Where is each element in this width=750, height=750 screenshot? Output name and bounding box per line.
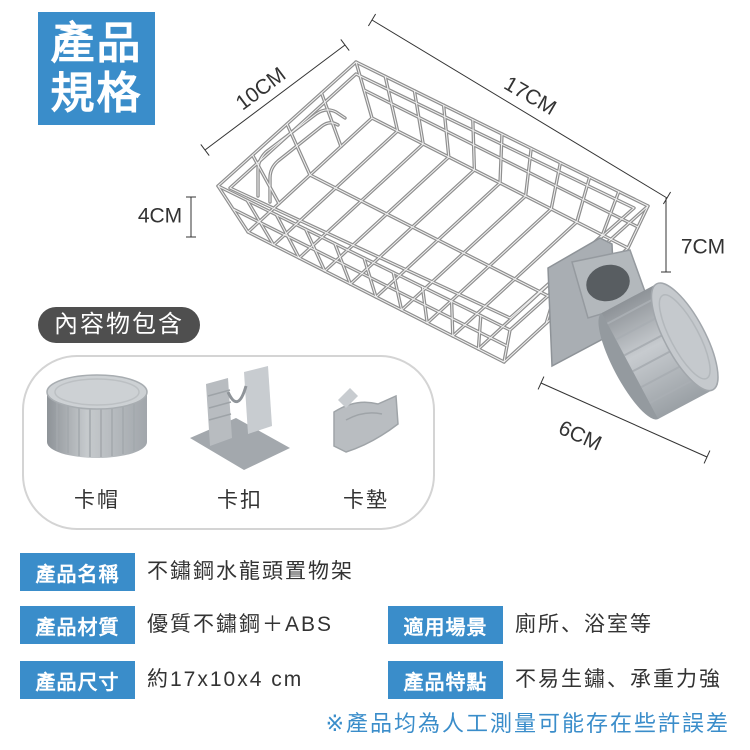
spec-material-value: 優質不鏽鋼＋ABS xyxy=(147,613,334,636)
length-dimension-line xyxy=(371,19,668,199)
spec-usage-label: 適用場景 xyxy=(388,606,503,644)
dimension-tick xyxy=(537,376,545,390)
measurement-note: ※產品均為人工測量可能存在些許誤差 xyxy=(325,711,730,736)
clamp-height-label: 7CM xyxy=(681,236,725,259)
pad-icon xyxy=(333,388,399,453)
product-illustration: 10CM 17CM 4CM 7CM 6CM xyxy=(46,13,725,470)
knob-face xyxy=(650,282,719,392)
clip-base xyxy=(190,418,290,470)
clip-rib xyxy=(208,401,232,409)
dimension-tick xyxy=(200,144,210,156)
pad-tab xyxy=(338,388,358,408)
title-line-1: 產品 xyxy=(50,18,143,68)
spec-usage-value: 廁所、浴室等 xyxy=(515,613,653,636)
contents-panel xyxy=(22,355,435,530)
pad-curve xyxy=(345,412,383,421)
spec-name-value: 不鏽鋼水龍頭置物架 xyxy=(147,560,354,583)
pad-plate xyxy=(333,394,399,453)
contents-title: 內容物包含 xyxy=(38,307,200,343)
clip-left-wall xyxy=(206,378,232,446)
clamp-depth-dimension-line xyxy=(540,382,708,458)
cap-top-ring xyxy=(54,378,140,406)
contents-item-clip: 卡扣 xyxy=(217,489,263,512)
dimension-tick xyxy=(662,191,672,205)
contents-item-pad: 卡墊 xyxy=(343,489,389,512)
clip-saddle xyxy=(226,385,248,403)
height-label: 4CM xyxy=(138,205,182,228)
faucet-clamp xyxy=(547,237,719,420)
spec-size-label: 產品尺寸 xyxy=(20,661,135,699)
contents-item-cap: 卡帽 xyxy=(74,489,120,512)
dimension-tick xyxy=(340,39,350,51)
spec-feature-label: 產品特點 xyxy=(388,661,503,699)
title-line-2: 規格 xyxy=(50,68,143,118)
cap-icon xyxy=(46,374,148,458)
cap-bottom xyxy=(47,426,147,458)
clip-rib xyxy=(207,389,231,397)
clamp-knob xyxy=(598,282,719,420)
spec-feature-value: 不易生鏽、承重力強 xyxy=(515,668,722,691)
clip-right-wall xyxy=(244,366,272,434)
clamp-opening xyxy=(586,264,630,302)
clip-icon xyxy=(190,366,290,470)
dimension-lines xyxy=(186,13,711,464)
clip-rib xyxy=(208,413,232,421)
width-dimension-line xyxy=(204,44,346,151)
width-label: 10CM xyxy=(232,63,291,115)
spec-name-label: 產品名稱 xyxy=(20,553,135,591)
clip-ribs xyxy=(207,389,232,421)
clamp-depth-label: 6CM xyxy=(555,416,605,455)
spec-size-value: 約17x10x4 cm xyxy=(147,668,304,691)
dimension-tick xyxy=(703,450,711,464)
length-label: 17CM xyxy=(500,72,560,120)
cap-top xyxy=(46,374,148,410)
knob-face-ring xyxy=(658,294,711,380)
dimension-tick xyxy=(367,13,377,27)
title-badge: 產品 規格 xyxy=(38,12,155,125)
spec-material-label: 產品材質 xyxy=(20,606,135,644)
